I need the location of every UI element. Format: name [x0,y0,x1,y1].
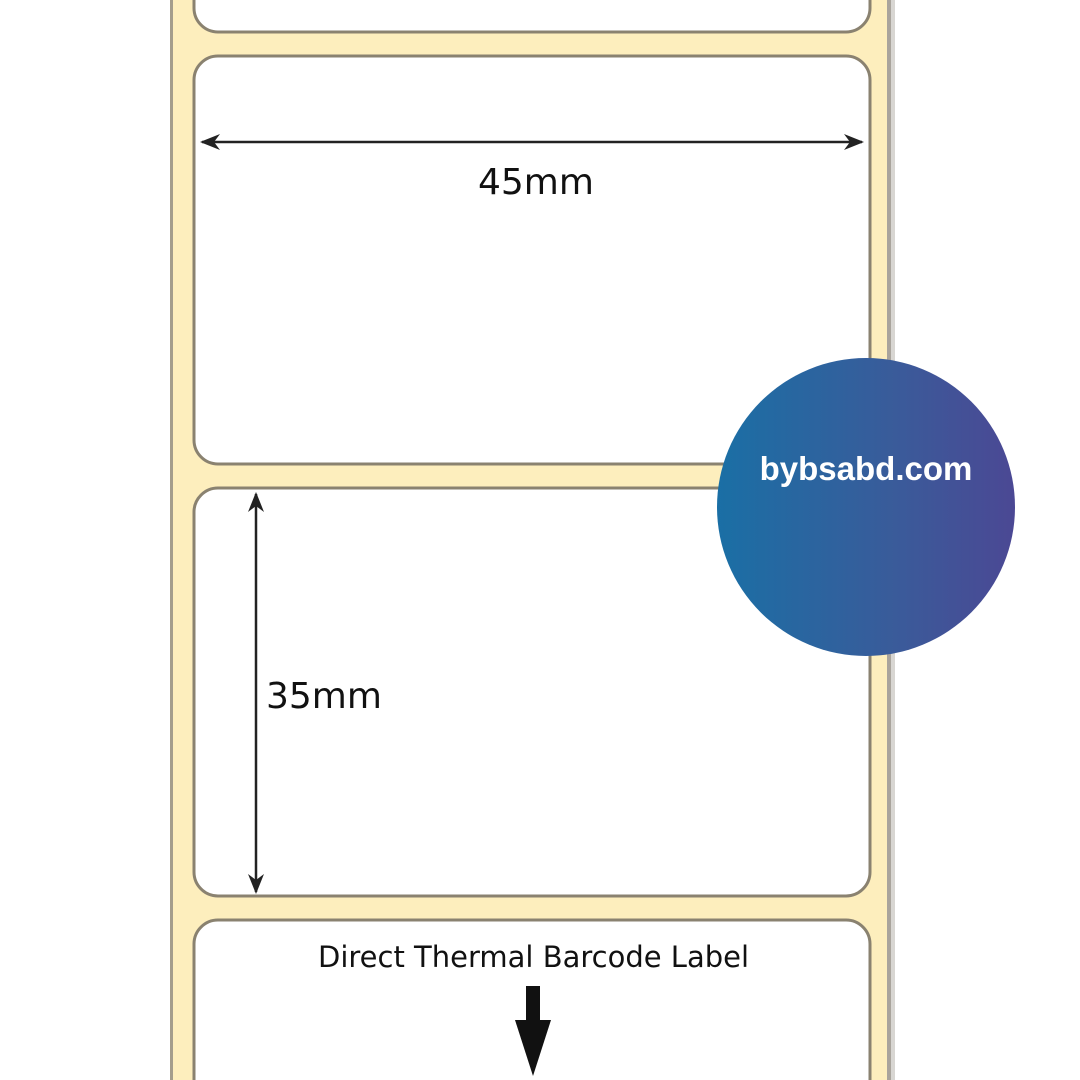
label-3 [192,486,872,898]
website-badge: bybsabd.com [717,358,1015,656]
caption: Direct Thermal Barcode Label [318,940,750,974]
height-label: 35mm [266,676,382,717]
width-label: 45mm [478,162,594,203]
label-2 [192,54,872,466]
label-1 [192,0,872,34]
feed-direction-arrow-icon [515,986,551,1076]
website-badge-text: bybsabd.com [759,450,973,487]
